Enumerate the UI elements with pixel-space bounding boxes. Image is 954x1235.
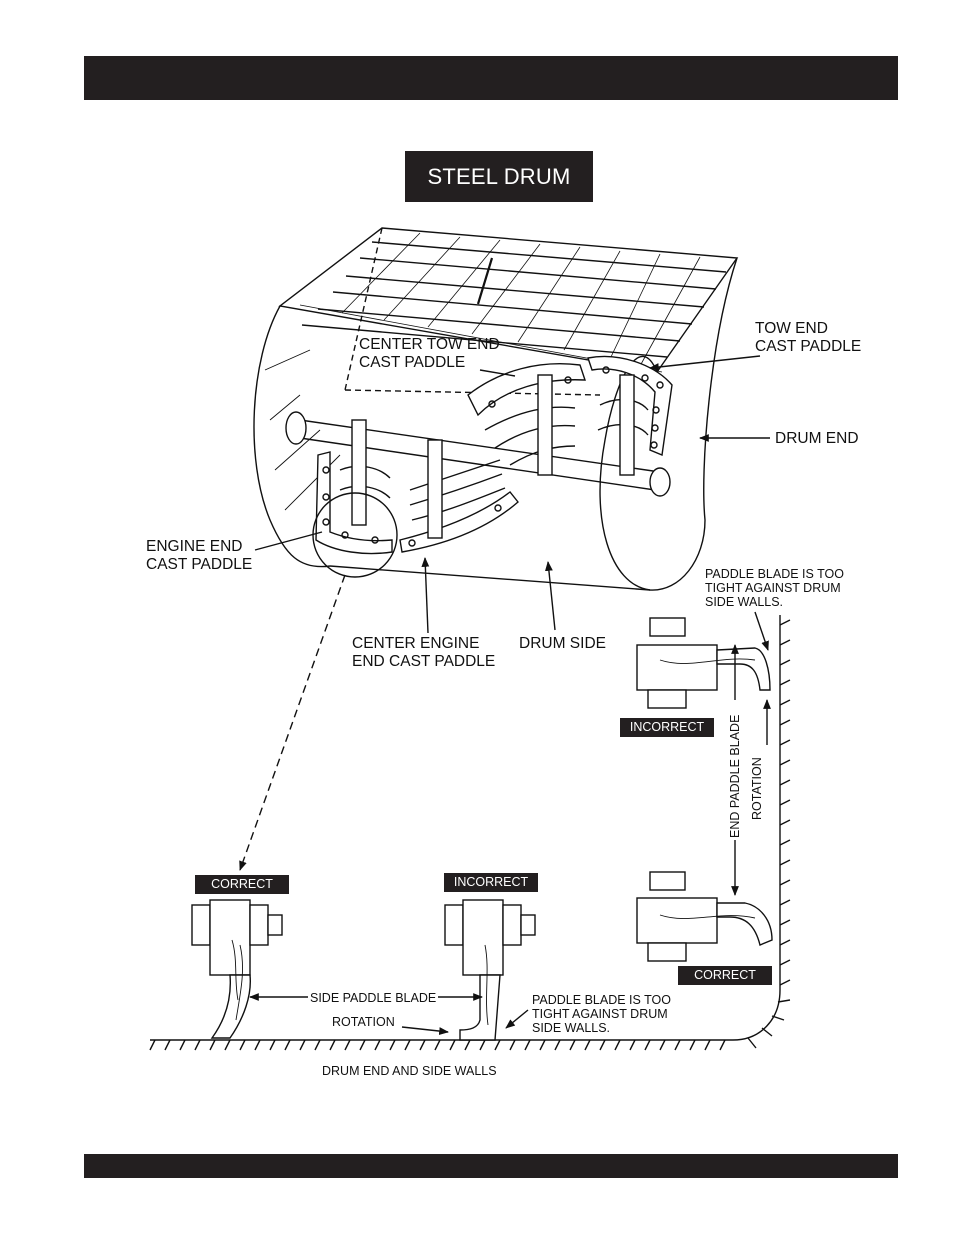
center-tow-end-label: CENTER TOW END CAST PADDLE [359,336,500,371]
incorrect-tag-side: INCORRECT [444,873,538,892]
engine-end-label: ENGINE END CAST PADDLE [146,538,253,573]
correct-side-paddle [191,899,283,1039]
detail-leader [239,574,346,871]
rotation-vertical-label: ROTATION [750,757,764,820]
walls-caption: DRUM END AND SIDE WALLS [322,1064,497,1078]
center-engine-end-leader [421,557,430,634]
incorrect-end-paddle [636,617,771,709]
tow-end-paddle [587,355,673,476]
incorrect-side-paddle [444,899,536,1041]
rotation-horizontal-label: ROTATION [332,1015,395,1029]
drum-end-label: DRUM END [775,430,859,447]
engine-end-paddle [315,419,393,555]
engine-end-leader [254,531,323,551]
center-engine-end-paddle [399,439,519,553]
tow-end-leader [649,355,761,371]
incorrect-tag-end: INCORRECT [620,718,714,737]
drum-top-grid [278,227,739,373]
header-bar [84,56,898,100]
tow-end-label: TOW END CAST PADDLE [755,320,862,355]
diagram-title: STEEL DRUM [405,151,593,202]
incorrect-end-note: PADDLE BLADE IS TOO TIGHT AGAINST DRUM S… [705,567,844,609]
incorrect-side-note: PADDLE BLADE IS TOO TIGHT AGAINST DRUM S… [532,993,671,1035]
drum-walls [149,615,791,1051]
correct-tag-end: CORRECT [678,966,772,985]
center-engine-end-label: CENTER ENGINE END CAST PADDLE [352,635,496,670]
drum-side-leader [545,561,556,631]
footer-bar [84,1154,898,1178]
side-paddle-blade-label: SIDE PADDLE BLADE [310,991,437,1005]
correct-end-paddle [636,871,773,962]
center-tow-end-leader [479,369,516,377]
correct-tag-side: CORRECT [195,875,289,894]
drum-side-label: DRUM SIDE [519,635,606,652]
center-tow-end-paddle [467,363,586,476]
end-paddle-blade-label: END PADDLE BLADE [728,714,742,838]
drum-body [253,227,738,591]
